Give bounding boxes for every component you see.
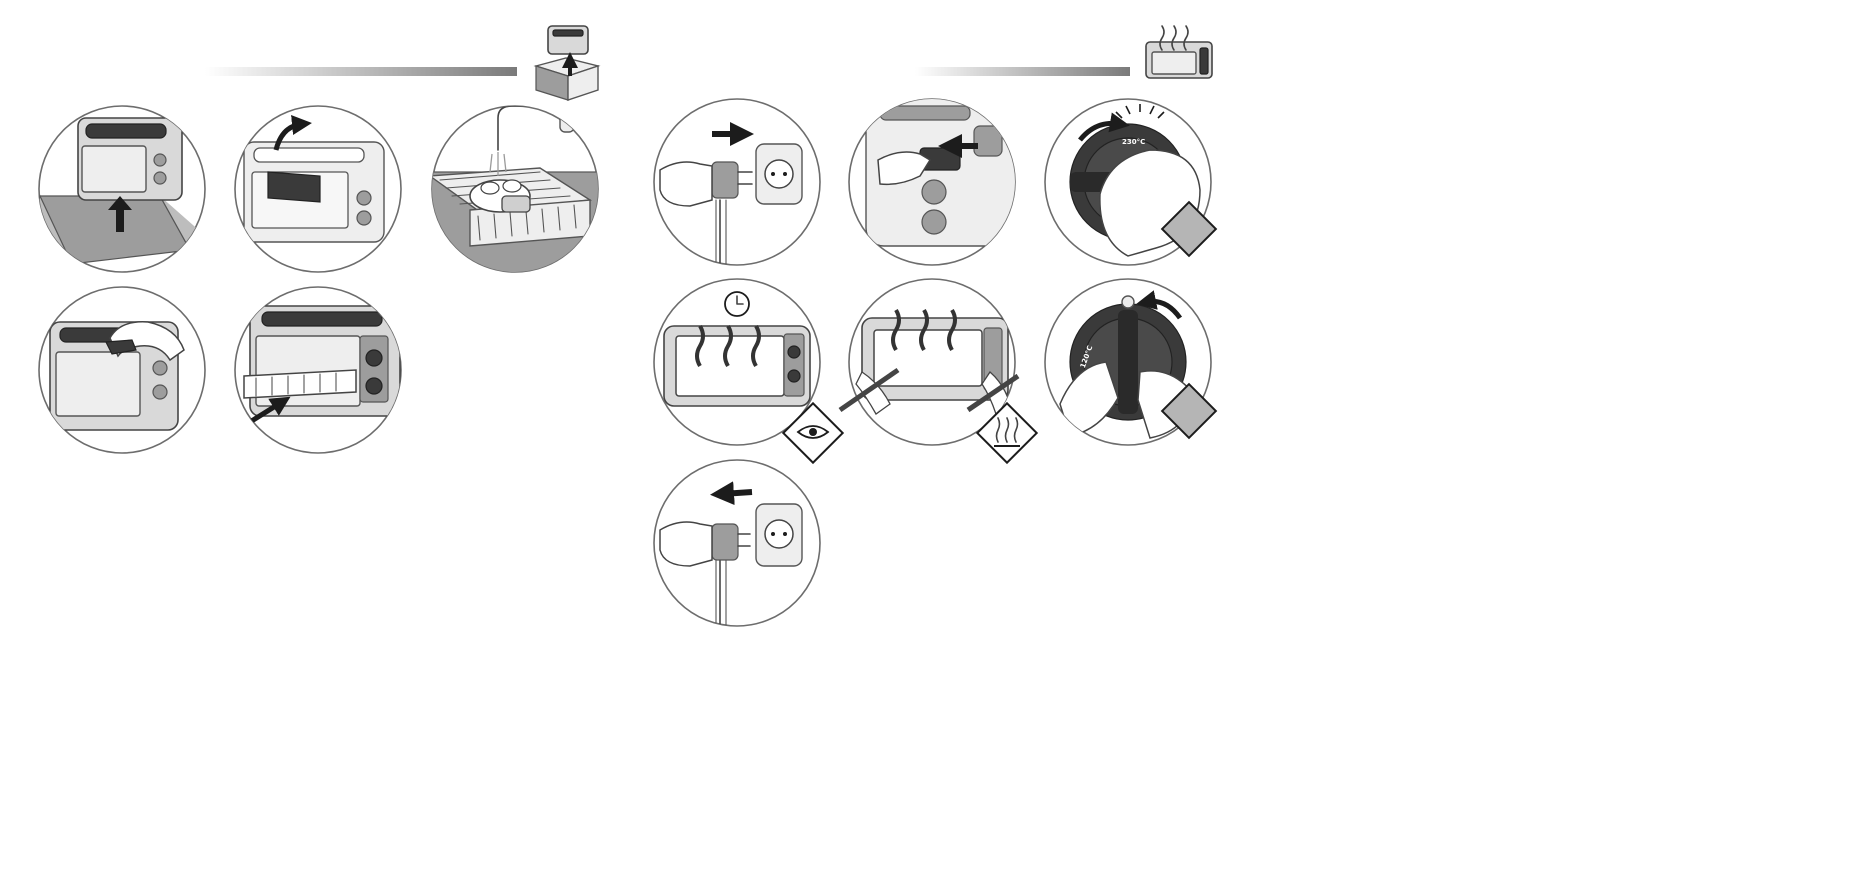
timer-icon: [725, 292, 749, 316]
box-icon: [536, 26, 598, 100]
step-10-do-not-touch: [840, 279, 1037, 463]
step-2-remove-packaging: [235, 106, 401, 272]
step-5-insert-rack: [235, 287, 401, 453]
step-4-insert-crumb-tray: [39, 287, 205, 453]
step-6-plug-in: [654, 99, 820, 270]
step-8-set-max-temperature: 230°C: [1045, 99, 1216, 265]
dial-max-label: 230°C: [1122, 138, 1145, 146]
section-unpacking-header: [205, 26, 598, 100]
step-1-remove-from-box: [20, 106, 210, 272]
step-11-turn-off: 120°C: [1045, 279, 1216, 445]
step-7-close-crumb-tray: [849, 96, 1016, 265]
step-12-unplug: [654, 460, 820, 630]
header-bar: [915, 67, 1130, 76]
step-3-wash-accessories: [420, 98, 610, 282]
header-bar: [205, 67, 517, 76]
toaster-heat-icon: [1146, 26, 1212, 78]
section-first-use-header: [915, 26, 1212, 78]
step-9-heat-observe: [654, 279, 843, 463]
